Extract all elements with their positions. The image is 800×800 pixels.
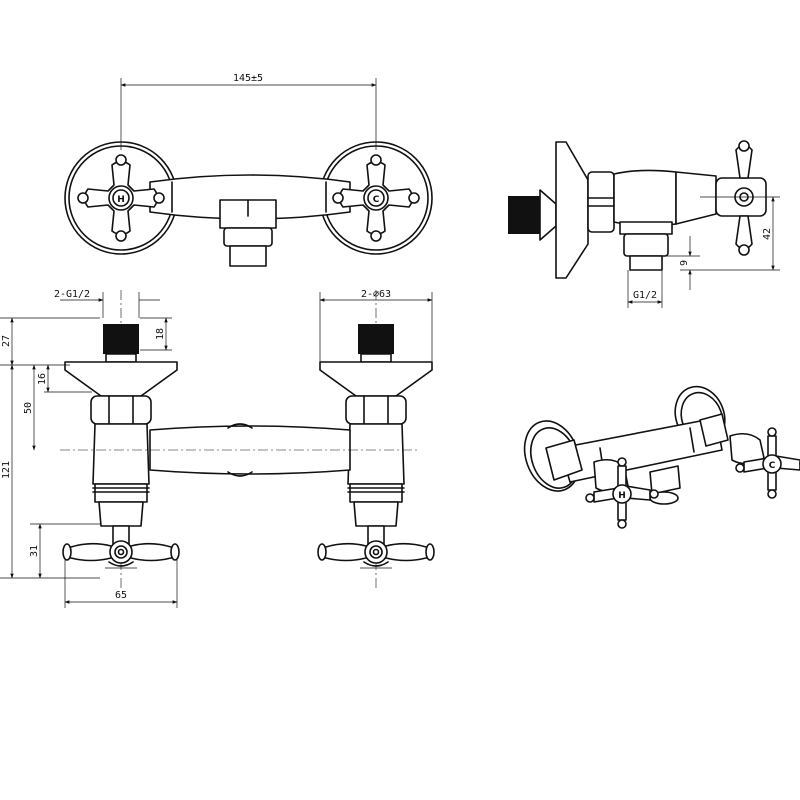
side-view: 42 9 G1/2: [508, 140, 780, 308]
dim-handle-width: 65: [115, 590, 127, 601]
dim-flange-thickness: 16: [37, 373, 48, 385]
dim-handle-height: 31: [29, 545, 40, 557]
dim-top-width: 145±5: [233, 73, 263, 84]
dim-thread-height: 27: [1, 335, 12, 347]
isometric-view: H C: [523, 385, 800, 529]
dim-body-height: 50: [23, 402, 34, 414]
dim-thread-front: 2-G1/2: [54, 289, 90, 300]
hot-mark-iso: H: [618, 491, 626, 501]
hot-mark-top: H: [117, 195, 125, 205]
dim-side-offset: 9: [679, 260, 690, 266]
front-view: 27 121 50 16 31 18 2-G1/2 2-∅63 65: [0, 289, 435, 608]
dim-flange-diameter: 2-∅63: [361, 289, 391, 300]
dim-overall-height: 121: [1, 461, 12, 479]
cold-mark-top: C: [373, 195, 380, 205]
dim-thread-length: 18: [155, 328, 166, 340]
cold-mark-iso: C: [769, 461, 776, 471]
top-view: 145±5 H C: [64, 73, 433, 267]
dim-side-outlet: G1/2: [633, 290, 657, 301]
dim-side-height: 42: [762, 228, 773, 240]
